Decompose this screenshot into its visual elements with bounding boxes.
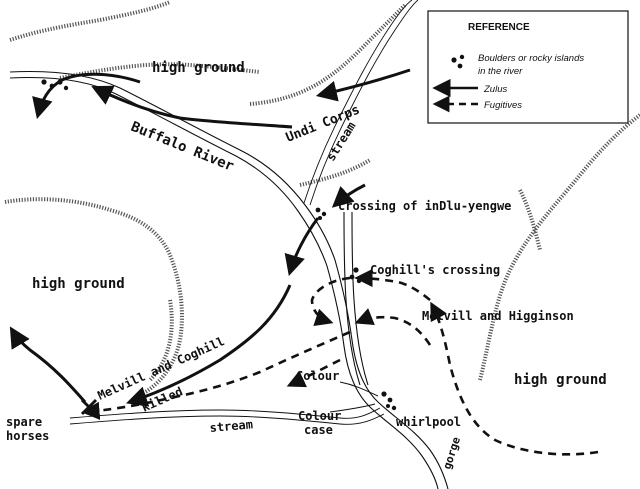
label-coghills-crossing: Coghill's crossing: [370, 263, 500, 277]
zulu-arrow-undi-2: [315, 68, 411, 102]
label-stream-south: stream: [209, 417, 253, 435]
label-high-ground-top: high ground: [152, 60, 245, 76]
streams: [69, 0, 419, 425]
label-high-ground-left: high ground: [32, 276, 125, 292]
label-melvill-higginson: Melvill and Higginson: [422, 309, 574, 323]
label-buffalo-river: Buffalo River: [129, 119, 237, 175]
zulu-movements: [9, 68, 411, 407]
killed-mark: [80, 398, 98, 416]
ridge-top-right: [299, 158, 372, 187]
ridge-top-left: [9, 0, 171, 42]
label-spare: spare: [6, 415, 42, 429]
fugitive-arrow-colour: [286, 358, 341, 388]
fugitive-arrow-coghill: [354, 268, 431, 302]
ridge-left-high: [4, 197, 184, 397]
fugitive-arrow-coghill-loop: [310, 276, 351, 327]
zulu-arrow-west: [9, 326, 87, 403]
legend-boulders-icon: [451, 54, 465, 69]
zulu-arrow-undi-1: [91, 85, 293, 129]
label-colour-case-1: Colour: [298, 409, 341, 423]
legend-boulders-line1: Boulders or rocky islands: [478, 53, 584, 64]
ridge-right: [478, 113, 640, 381]
zulu-arrow-top-loop: [32, 72, 141, 120]
zulu-arrow-sw: [126, 284, 292, 407]
reference-legend: REFERENCE Boulders or rocky islands in t…: [427, 10, 629, 124]
label-whirlpool: whirlpool: [396, 415, 461, 429]
ridge-top-inner: [59, 62, 261, 80]
high-ground-ridges: [4, 0, 640, 397]
legend-boulders-line2: in the river: [478, 66, 523, 77]
fugitive-arrow-gorge: [430, 301, 599, 456]
label-horses: horses: [6, 429, 49, 443]
zulu-arrow-down: [284, 217, 320, 277]
ridge-top: [249, 3, 407, 106]
label-colour: Colour: [296, 369, 339, 383]
legend-title: REFERENCE: [468, 22, 530, 33]
label-crossing-indlu: crossing of inDlu-yengwe: [338, 199, 511, 213]
label-gorge: gorge: [440, 435, 463, 471]
ridge-melvill: [148, 299, 174, 382]
zulu-arrow-crossing: [331, 183, 366, 208]
fugitive-arrow-west: [81, 330, 351, 420]
label-colour-case-2: case: [304, 423, 333, 437]
buffalo-river: [9, 70, 449, 489]
fugitive-arrow-higginson: [354, 308, 432, 346]
fugitive-movements: [81, 268, 599, 456]
label-high-ground-right: high ground: [514, 372, 607, 388]
legend-fugitives: Fugitives: [484, 100, 522, 111]
pointer-lines: [329, 381, 379, 413]
legend-zulus: Zulus: [483, 84, 507, 95]
ridge-right-inner: [518, 189, 542, 251]
